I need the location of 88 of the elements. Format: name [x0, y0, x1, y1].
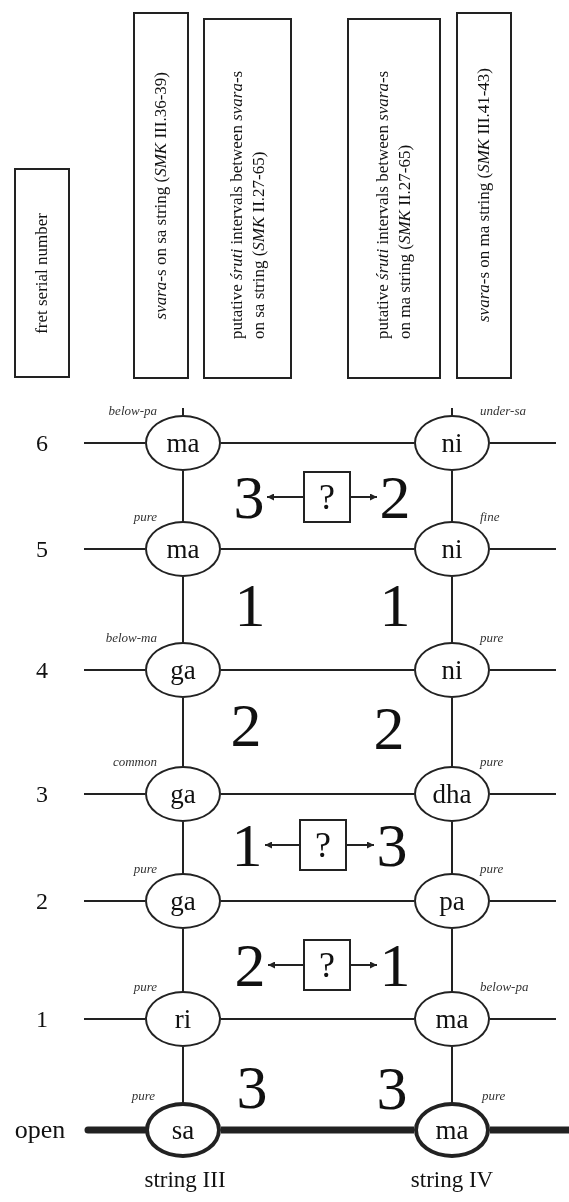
note-name: pa	[439, 886, 465, 916]
arrow	[350, 493, 378, 501]
caption-text: fret serial number	[31, 212, 52, 334]
question-box	[299, 819, 347, 871]
interval-number: 1	[229, 815, 265, 875]
question-mark: ?	[315, 825, 331, 865]
string-line	[182, 821, 184, 874]
question-mark: ?	[319, 477, 335, 517]
arrow	[266, 493, 304, 501]
string-line	[451, 821, 453, 874]
fret-number: 1	[36, 1007, 48, 1031]
note-name: ma	[166, 428, 200, 458]
interval-number: 3	[231, 467, 267, 527]
fret-line	[220, 1018, 415, 1020]
fret-number: 2	[36, 889, 48, 913]
string-line	[451, 470, 453, 522]
qualifier-label: fine	[480, 509, 500, 525]
fret-number: 5	[36, 537, 48, 561]
fret-line	[221, 1126, 414, 1134]
note-name: ni	[441, 655, 463, 685]
note-name: ma	[435, 1115, 469, 1145]
string-line	[182, 470, 184, 522]
string-line	[182, 1046, 184, 1103]
arrow	[350, 961, 378, 969]
qualifier-label: common	[112, 754, 157, 770]
note-name: ga	[170, 779, 196, 809]
qualifier-label: under-sa	[480, 403, 526, 419]
caption-text: svara-s on ma string (SMK III.41-43)	[473, 68, 494, 323]
string-line	[451, 576, 453, 643]
interval-number: 2	[232, 935, 268, 995]
note-name: ni	[441, 428, 463, 458]
qualifier-label: pure	[133, 979, 157, 995]
fret-line	[220, 900, 415, 902]
note-name: sa	[171, 1115, 195, 1145]
caption-text: svara-s on sa string (SMK III.36-39)	[150, 71, 171, 320]
qualifier-label: below-pa	[480, 979, 529, 995]
note-name: ma	[166, 534, 200, 564]
question-box	[303, 471, 351, 523]
interval-number: 3	[374, 815, 410, 875]
fret-number: open	[14, 1117, 66, 1143]
note-name: ma	[435, 1004, 469, 1034]
interval-number: 3	[376, 1058, 408, 1118]
fret-number: 3	[36, 782, 48, 806]
caption-box	[14, 168, 70, 378]
qualifier-label: below-pa	[108, 403, 157, 419]
qualifier-label: pure	[480, 630, 504, 646]
fret-number: 4	[36, 658, 48, 682]
interval-number: 1	[377, 935, 413, 995]
caption-box	[203, 18, 292, 379]
string-label: string IV	[410, 1169, 494, 1191]
arrow	[267, 961, 304, 969]
string-line	[451, 1046, 453, 1103]
note-name: ga	[170, 886, 196, 916]
arrow	[264, 841, 300, 849]
string-line	[182, 697, 184, 767]
fret-line	[220, 442, 415, 444]
arrow	[346, 841, 375, 849]
qualifier-label: pure	[133, 861, 157, 877]
qualifier-label: pure	[480, 754, 504, 770]
interval-number: 2	[373, 698, 405, 758]
caption-box	[347, 18, 441, 379]
note-name: ga	[170, 655, 196, 685]
string-line	[182, 576, 184, 643]
interval-number: 1	[234, 575, 266, 635]
fret-number: 6	[36, 431, 48, 455]
fret-line	[220, 793, 415, 795]
interval-number: 1	[379, 575, 411, 635]
string-line	[451, 697, 453, 767]
caption-box	[133, 12, 189, 379]
fret-line	[220, 548, 415, 550]
string-line	[451, 928, 453, 992]
qualifier-label: pure	[480, 861, 504, 877]
qualifier-label: pure	[131, 1088, 155, 1104]
interval-number: 2	[230, 695, 262, 755]
qualifier-label: pure	[482, 1088, 506, 1104]
caption-box	[456, 12, 512, 379]
qualifier-label: below-ma	[105, 630, 157, 646]
string-line	[182, 928, 184, 992]
note-name: ri	[174, 1004, 192, 1034]
qualifier-label: pure	[133, 509, 157, 525]
question-mark: ?	[319, 945, 335, 985]
note-name: ni	[441, 534, 463, 564]
string-label: string III	[144, 1169, 226, 1191]
note-name: dha	[432, 779, 472, 809]
question-box	[303, 939, 351, 991]
fret-line	[220, 669, 415, 671]
interval-number: 3	[236, 1057, 268, 1117]
interval-number: 2	[377, 467, 413, 527]
